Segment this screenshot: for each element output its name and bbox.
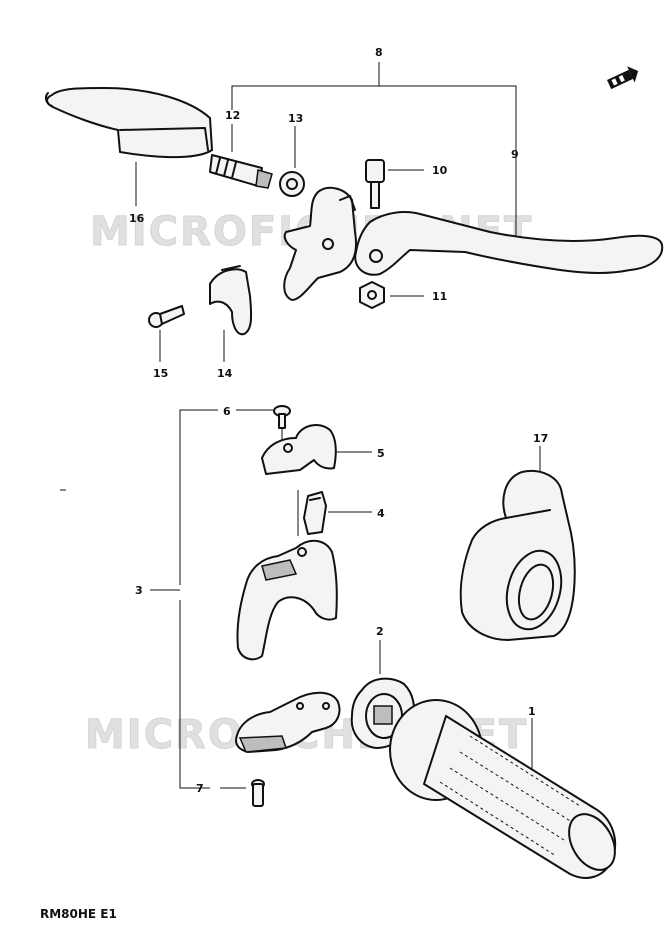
callout-13: 13 [288, 112, 303, 125]
callout-6: 6 [223, 405, 231, 418]
callout-1: 1 [528, 705, 536, 718]
callout-2: 2 [376, 625, 384, 638]
callout-17: 17 [533, 432, 548, 445]
callout-10: 10 [432, 164, 448, 177]
lever-holder-part [283, 186, 358, 301]
clutch-lever-part [354, 211, 664, 276]
callout-5: 5 [377, 447, 385, 460]
switch-cover-part [261, 423, 337, 475]
lever-cover-part [44, 87, 213, 159]
callout-4: 4 [377, 507, 385, 520]
callout-7: 7 [196, 782, 204, 795]
callout-12: 12 [225, 109, 240, 122]
adjuster-part [209, 154, 273, 189]
throttle-grip-part [389, 699, 617, 879]
adjuster-nut-part [279, 171, 305, 197]
callout-8: 8 [375, 46, 383, 59]
switch-contact-part [303, 491, 327, 535]
throttle-housing-part [459, 470, 576, 641]
callout-3: 3 [135, 584, 143, 597]
switch-housing-upper-part [236, 539, 338, 661]
diagram-code: RM80HE E1 [40, 907, 117, 921]
clamp-screw-part [148, 305, 185, 328]
callout-15: 15 [153, 367, 168, 380]
lever-clamp-part [209, 265, 253, 336]
callout-16: 16 [129, 212, 145, 225]
callout-11: 11 [432, 290, 447, 303]
pivot-bolt-part [365, 159, 385, 209]
pivot-nut-part [359, 281, 385, 309]
front-direction-icon [607, 66, 639, 90]
callout-9: 9 [511, 148, 519, 161]
switch-screw-top-part [273, 405, 291, 429]
switch-screw-bottom-part [251, 779, 265, 807]
callout-14: 14 [217, 367, 233, 380]
callout-labels: 8 9 12 13 10 11 16 14 15 6 5 4 3 2 1 17 … [129, 46, 548, 795]
leader-lines [60, 62, 541, 789]
switch-housing-lower-part [235, 691, 341, 753]
